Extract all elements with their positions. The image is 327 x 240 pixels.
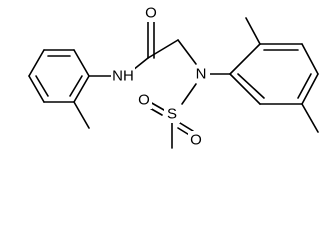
carbonyl-ch2-bond [147,39,179,59]
ortho-methyl-bond [73,101,90,129]
ring-methyl-top-bond [245,17,261,45]
s-o-right-bond-a [179,122,194,132]
sulfonamide-nitrogen-label: N [196,66,207,83]
structure-canvas: O NH N S O O [28,4,319,149]
carbonyl-oxygen-label: O [145,5,157,22]
sulfonyl-oxygen-right-label: O [190,132,202,149]
amide-nh-label: NH [112,68,134,85]
n-s-bond [181,83,197,105]
ring-methyl-bottom-bond [301,103,319,133]
ch2-n-bond [177,39,197,65]
molecule-diagram: O NH N S O O [28,4,319,149]
dimethylphenyl-ring [229,43,319,105]
sulfonyl-oxygen-left-label: O [138,92,150,109]
s-o-left-bond-a [149,101,165,111]
sulfur-label: S [167,106,177,123]
o-tolyl-ring [28,49,90,103]
nh-carbonyl-bond [132,57,149,71]
